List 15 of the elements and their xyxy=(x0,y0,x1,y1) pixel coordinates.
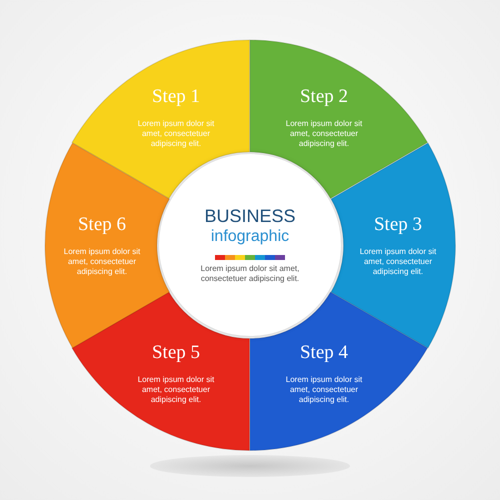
subtitle-text: infographic xyxy=(210,228,290,246)
step-heading: Step 4 xyxy=(300,342,348,364)
step-description: Lorem ipsum dolor sit amet, consectetuer adipiscing elit. xyxy=(284,375,364,406)
step-description: Lorem ipsum dolor sit amet, consectetuer adipiscing elit. xyxy=(136,375,216,406)
step-heading: Step 6 xyxy=(78,214,126,236)
step-description: Lorem ipsum dolor sit amet, consectetuer adipiscing elit. xyxy=(358,247,438,277)
step-heading: Step 2 xyxy=(300,86,348,108)
step-heading: Step 1 xyxy=(152,86,200,108)
step-description: Lorem ipsum dolor sit amet, consectetuer adipiscing elit. xyxy=(136,118,216,149)
step-description: Lorem ipsum dolor sit amet, consectetuer adipiscing elit. xyxy=(284,118,364,149)
title-text: BUSINESS xyxy=(203,206,297,227)
center-description: Lorem ipsum dolor sit amet, consectetuer adipiscing elit. xyxy=(200,264,300,284)
step-heading: Step 5 xyxy=(152,342,200,364)
step-heading: Step 3 xyxy=(374,214,422,236)
step-description: Lorem ipsum dolor sit amet, consectetuer adipiscing elit. xyxy=(62,247,142,277)
